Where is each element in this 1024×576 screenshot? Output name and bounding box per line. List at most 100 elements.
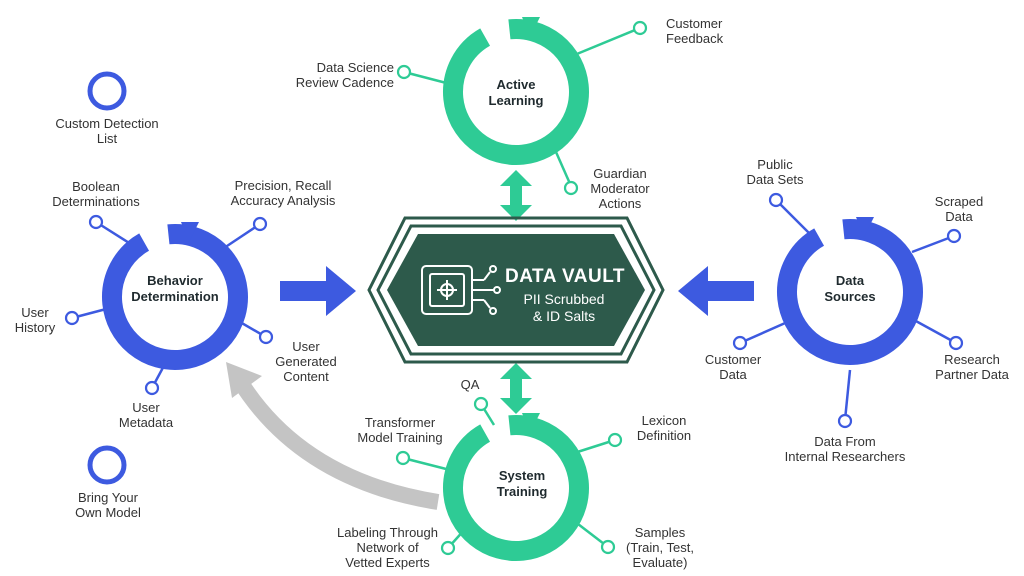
node-dot-ugc — [258, 329, 274, 345]
behavior-title-line2: Determination — [131, 289, 219, 304]
node-dot-internal — [837, 413, 853, 429]
labeling-line2: Network of — [356, 540, 419, 555]
feedback-curve-arrowhead — [226, 362, 262, 398]
data-vault-hexagon — [367, 216, 665, 364]
endpoint-nodes-teal — [395, 20, 648, 556]
custom-detection-circle — [87, 71, 127, 111]
research-line2: Partner Data — [935, 367, 1009, 382]
behavior-to-vault-arrow — [280, 266, 356, 316]
ugc-label: User Generated Content — [275, 339, 336, 384]
research-line1: Research — [944, 352, 1000, 367]
feedback-line1: Customer — [666, 16, 723, 31]
vault-title: DATA VAULT — [504, 266, 626, 287]
scraped-line1: Scraped — [934, 194, 984, 209]
precision-line2: Accuracy Analysis — [230, 193, 336, 208]
custom-detection-line1: Custom Detection — [55, 116, 159, 131]
history-line1: User — [21, 305, 49, 320]
circuit-chip-icon — [421, 265, 501, 315]
guardian-line3: Actions — [598, 196, 642, 211]
custom-detection-line2: List — [96, 131, 118, 146]
scraped-line2: Data — [945, 209, 973, 224]
labeling-line1: Labeling Through — [337, 525, 438, 540]
ugc-line3: Content — [283, 369, 329, 384]
customer-label: Customer Data — [705, 352, 761, 382]
node-dot-precision — [252, 216, 268, 232]
data-sources-connectors — [739, 199, 957, 421]
lexicon-label: Lexicon Definition — [637, 413, 691, 443]
system-training-title: System Training — [497, 468, 548, 500]
feedback-line2: Feedback — [666, 31, 724, 46]
node-dot-guardian — [563, 180, 579, 196]
active-learning-ring — [443, 17, 589, 165]
ugc-line2: Generated — [275, 354, 337, 369]
boolean-line1: Boolean — [72, 179, 120, 194]
behavior-title-line1: Behavior — [147, 273, 203, 288]
labeling-label: Labeling Through Network of Vetted Exper… — [337, 525, 438, 570]
public-line1: Public — [757, 157, 793, 172]
data-sources-title-line1: Data — [835, 273, 865, 288]
lexicon-line1: Lexicon — [641, 413, 687, 428]
research-label: Research Partner Data — [935, 352, 1009, 382]
guardian-line2: Moderator — [590, 181, 650, 196]
metadata-line1: User — [132, 400, 160, 415]
boolean-line2: Determinations — [52, 194, 140, 209]
ugc-line1: User — [292, 339, 320, 354]
precision-label: Precision, Recall Accuracy Analysis — [231, 178, 336, 208]
endpoint-nodes-blue — [64, 192, 964, 429]
node-dot-research — [948, 335, 964, 351]
samples-line1: Samples — [634, 525, 686, 540]
active-learning-title-line2: Learning — [488, 93, 544, 108]
samples-line2: (Train, Test, — [626, 540, 694, 555]
node-dot-public — [768, 192, 784, 208]
system-training-title-line1: System — [498, 468, 546, 483]
lexicon-line2: Definition — [636, 428, 692, 443]
custom-detection-label: Custom Detection List — [55, 116, 158, 146]
active-learning-title: Active Learning — [489, 77, 544, 109]
labeling-line3: Vetted Experts — [345, 555, 430, 570]
precision-line1: Precision, Recall — [234, 178, 332, 193]
qa-line1: QA — [460, 377, 480, 392]
ds-review-label: Data Science Review Cadence — [296, 60, 394, 90]
node-dot-feedback — [632, 20, 648, 36]
data-sources-title: Data Sources — [824, 273, 875, 305]
behavior-title: Behavior Determination — [131, 273, 218, 305]
vault-subtitle: PII Scrubbed & ID Salts — [524, 291, 605, 325]
system-training-ring — [443, 413, 589, 561]
internal-label: Data From Internal Researchers — [785, 434, 906, 464]
internal-line2: Internal Researchers — [784, 449, 906, 464]
transformer-label: Transformer Model Training — [357, 415, 442, 445]
node-dot-history — [64, 310, 80, 326]
metadata-label: User Metadata — [119, 400, 173, 430]
node-dot-customer — [732, 335, 748, 351]
node-dot-transformer — [395, 450, 411, 466]
history-line2: History — [14, 320, 56, 335]
public-label: Public Data Sets — [746, 157, 803, 187]
samples-label: Samples (Train, Test, Evaluate) — [626, 525, 694, 570]
active-learning-title-line1: Active — [496, 77, 536, 92]
data-sources-title-line2: Sources — [824, 289, 876, 304]
ds-review-line1: Data Science — [316, 60, 394, 75]
system-training-title-line2: Training — [496, 484, 548, 499]
sources-to-vault-arrow — [678, 266, 754, 316]
node-dot-boolean — [88, 214, 104, 230]
feedback-label: Customer Feedback — [666, 16, 723, 46]
node-dot-labeling — [440, 540, 456, 556]
node-dot-scraped — [946, 228, 962, 244]
vault-subtitle-line1: PII Scrubbed — [523, 291, 605, 307]
node-dot-lexicon — [607, 432, 623, 448]
node-dot-metadata — [144, 380, 160, 396]
transformer-line2: Model Training — [357, 430, 443, 445]
customer-line2: Data — [719, 367, 747, 382]
vault-subtitle-line2: & ID Salts — [532, 308, 596, 324]
scraped-label: Scraped Data — [935, 194, 983, 224]
node-dot-samples — [600, 539, 616, 555]
byom-line1: Bring Your — [78, 490, 138, 505]
vault-active-double-arrow — [500, 170, 532, 221]
guardian-label: Guardian Moderator Actions — [590, 166, 649, 211]
internal-line1: Data From — [814, 434, 876, 449]
customer-line1: Customer — [704, 352, 762, 367]
metadata-line2: Metadata — [118, 415, 174, 430]
public-line2: Data Sets — [746, 172, 804, 187]
